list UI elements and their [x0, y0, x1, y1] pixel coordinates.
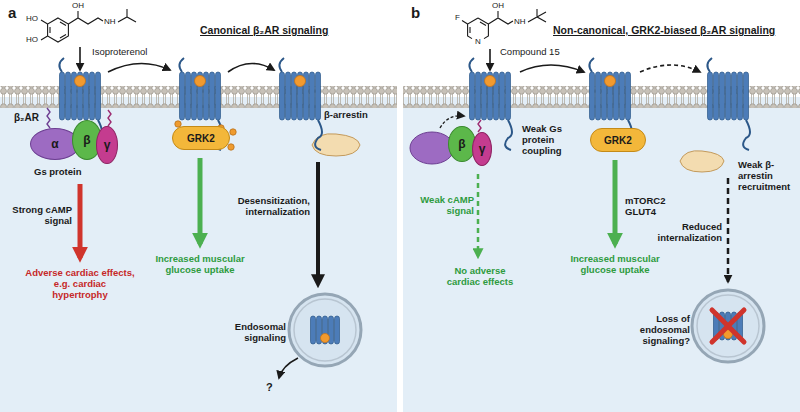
atom-label: HO	[26, 35, 38, 44]
question-mark: ?	[266, 381, 273, 394]
chemical-structure	[41, 9, 136, 42]
process-label: Weak Gs protein coupling	[522, 124, 590, 157]
arrow	[489, 49, 491, 70]
protein-label: β-arrestin	[324, 110, 368, 121]
atom-label: NH	[104, 17, 116, 26]
panel-letter: a	[8, 4, 16, 21]
atom-label: N	[475, 37, 481, 46]
panel-title: Canonical β₂AR signaling	[200, 24, 328, 36]
receptor	[707, 58, 750, 150]
compound-name: Compound 15	[500, 47, 560, 58]
pathway-label: mTORC2 GLUT4	[625, 196, 677, 218]
atom-label: F	[455, 13, 460, 22]
arrow	[279, 358, 298, 378]
atom-label: HO	[26, 14, 38, 23]
panel-title: Non-canonical, GRK2-biased β₂AR signalin…	[553, 24, 775, 36]
arrow	[477, 174, 480, 256]
outcome-label: Increased muscular glucose uptake	[565, 254, 665, 276]
arrow	[613, 160, 618, 244]
endosome	[692, 290, 764, 362]
g-gamma-subunit: γ	[96, 126, 118, 164]
arrow	[727, 178, 730, 282]
arrow	[108, 63, 170, 72]
g-alpha-subunit	[410, 132, 454, 164]
panel-letter: b	[411, 4, 420, 21]
g-gamma-subunit: γ	[472, 132, 492, 166]
arrow	[228, 63, 274, 72]
signal-label: Strong cAMP signal	[12, 205, 72, 227]
arrow	[640, 65, 700, 72]
phosphate-dots	[175, 121, 236, 150]
lipid-anchor	[478, 120, 481, 132]
receptor	[469, 58, 512, 150]
arrow	[79, 47, 81, 70]
atom-label: NH	[514, 17, 526, 26]
receptor	[589, 58, 632, 150]
receptor	[59, 58, 102, 150]
subunit-label: GRK2	[604, 135, 632, 146]
endosome	[289, 294, 361, 366]
grk2-shape: GRK2	[172, 126, 230, 150]
arrow	[78, 184, 83, 258]
lipid-anchor	[108, 110, 111, 126]
receptor	[279, 58, 322, 150]
process-label: Weak β-arrestin recruitment	[738, 160, 796, 193]
arrow	[440, 116, 464, 128]
grk2-shape: GRK2	[590, 128, 646, 152]
atom-label: OH	[72, 1, 84, 10]
subunit-label: α	[51, 137, 58, 151]
signal-label: Weak cAMP signal	[418, 195, 474, 217]
subunit-label: β	[458, 137, 465, 151]
receptor-label: β₂AR	[14, 112, 39, 124]
subunit-label: GRK2	[187, 133, 215, 144]
lipid-anchor	[47, 108, 50, 128]
arrow	[198, 158, 203, 244]
process-label: Loss of endosomal signaling?	[604, 314, 690, 347]
subunit-label: γ	[104, 138, 111, 152]
process-label: Desensitization, internalization	[222, 196, 310, 218]
subunit-label: γ	[479, 142, 486, 156]
arrow	[316, 162, 320, 284]
cross-mark	[712, 310, 744, 342]
outcome-label: No adverse cardiac effects	[440, 266, 520, 288]
arrow	[520, 65, 584, 72]
process-label: Reduced internalization	[640, 222, 722, 244]
outcome-label: Adverse cardiac effects, e.g. cardiac hy…	[25, 268, 135, 301]
subunit-label: β	[83, 133, 90, 147]
protein-label: Gs protein	[34, 167, 82, 178]
arrestin-shape	[680, 151, 724, 172]
receptor	[311, 316, 340, 344]
receptor	[179, 58, 222, 150]
atom-label: OH	[492, 1, 504, 10]
compound-name: Isoproterenol	[92, 47, 147, 58]
process-label: Endosomal signaling	[210, 322, 286, 344]
outcome-label: Increased muscular glucose uptake	[150, 254, 250, 276]
chemical-structure	[462, 9, 546, 39]
